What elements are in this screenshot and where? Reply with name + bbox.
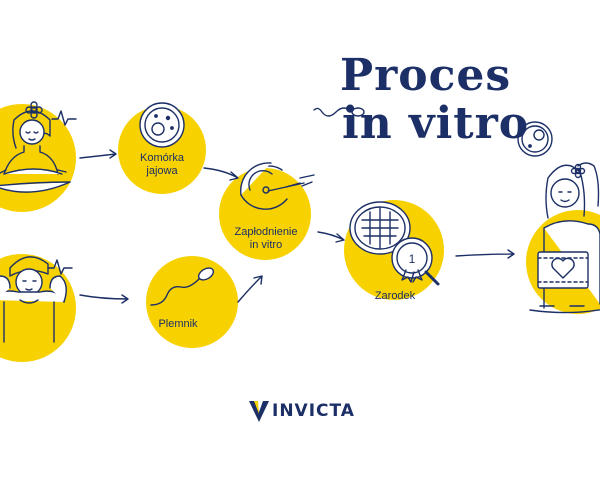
invicta-v-logo-icon: [249, 401, 269, 422]
arrow-icon: [317, 231, 345, 243]
step-embryo-label: Zarodek: [374, 290, 416, 302]
flower-icon: [570, 163, 586, 179]
flower-icon: [25, 101, 43, 119]
title-line-1: Proces: [340, 50, 512, 101]
egg-cell-icon: [118, 102, 206, 194]
title-line-2: in vitro: [342, 98, 530, 149]
invicta-logo: INVICTA: [248, 398, 355, 424]
page-title: Proces in vitro: [340, 52, 529, 148]
step-egg-label-line-1: Komórka: [139, 152, 185, 164]
sperm-icon: [146, 256, 238, 348]
medal-number: 1: [409, 252, 416, 266]
baby-heart-icon: [537, 251, 589, 289]
arrow-icon: [79, 294, 129, 304]
heartbeat-line-icon: [51, 110, 77, 126]
woman-meditating-icon: [0, 104, 76, 212]
step-sperm-label: Plemnik: [158, 318, 198, 330]
arrow-icon: [455, 249, 515, 259]
arrow-icon: [79, 149, 117, 159]
petri-dish-icon: [219, 162, 311, 260]
step-fertilization-label-line-1: Zapłodnienie: [234, 226, 298, 238]
step-egg-label-line-2: jajowa: [146, 165, 178, 177]
magnifier-medal-icon: [391, 237, 440, 286]
arrow-icon: [203, 167, 239, 181]
pipette-icon: [267, 174, 315, 192]
invicta-logo-text: INVICTA: [272, 401, 355, 421]
arrow-icon: [237, 275, 263, 303]
sperm-icon: [313, 107, 365, 117]
heartbeat-line-icon: [47, 259, 73, 275]
step-fertilization-label-line-2: in vitro: [249, 239, 283, 251]
family-couple-icon: [526, 162, 600, 314]
step-egg-label: Komórka jajowa: [130, 152, 194, 178]
man-flexing-icon: [0, 254, 76, 362]
egg-cell-icon: [517, 121, 553, 157]
step-fertilization-label: Zapłodnienie in vitro: [224, 226, 308, 252]
